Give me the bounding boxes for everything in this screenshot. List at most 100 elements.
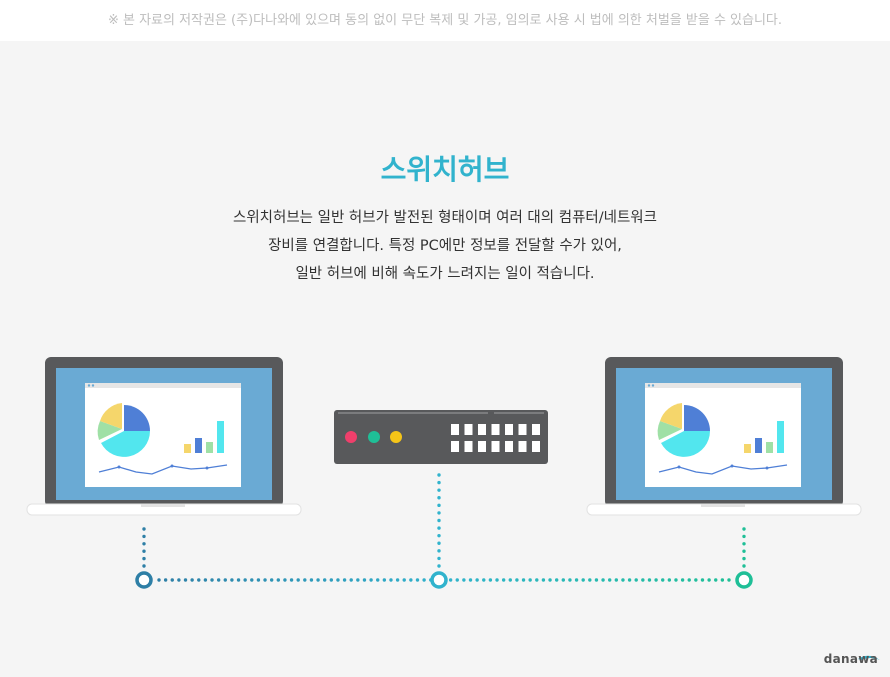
node-left <box>135 571 153 589</box>
connector-dot <box>437 526 441 530</box>
connector-dot <box>594 578 599 582</box>
connector-dot <box>707 578 711 582</box>
brand-logo: danawa <box>824 652 878 666</box>
connector-dot <box>475 578 479 582</box>
connector-dot <box>177 578 181 582</box>
connector-dot <box>508 578 512 582</box>
connector-dot <box>170 578 174 582</box>
connector-dot <box>409 578 413 582</box>
connector-dot <box>322 578 327 582</box>
connector-dot <box>382 578 387 582</box>
description-line-1: 스위치허브는 일반 허브가 발전된 형태이며 여러 대의 컴퓨터/네트워크 <box>232 210 657 226</box>
connector-dot <box>568 578 572 582</box>
connector-dot <box>276 578 281 582</box>
connector-dot <box>389 578 393 582</box>
connector-dot <box>183 578 188 582</box>
connector-dot <box>501 578 506 582</box>
connector-dot <box>437 503 441 508</box>
connector-dot <box>437 541 441 545</box>
connector-dot <box>720 578 725 582</box>
connector-dot <box>356 578 360 582</box>
connector-dot <box>634 578 638 582</box>
description-line-3: 일반 허브에 비해 속도가 느려지는 일이 적습니다. <box>295 266 595 282</box>
connector-dot <box>468 578 473 582</box>
hub-port <box>491 424 500 435</box>
connector-dot <box>210 578 214 582</box>
connector-dot <box>362 578 367 582</box>
connector-dot <box>142 549 146 553</box>
connector-dot <box>700 578 705 582</box>
connector-dot <box>422 578 426 582</box>
connector-dot <box>674 578 678 582</box>
connector-dot <box>437 511 441 515</box>
connector-dot <box>437 549 441 553</box>
network-connectors <box>142 473 746 582</box>
connector-dot <box>742 556 746 561</box>
connector-dot <box>269 578 274 582</box>
connector-dot <box>687 578 691 582</box>
connector-dot <box>157 578 161 582</box>
connector-dot <box>437 496 441 500</box>
hub-port <box>532 441 540 452</box>
connector-dot <box>250 578 254 582</box>
connector-dot <box>554 578 559 582</box>
connector-dot <box>528 578 532 582</box>
connector-dot <box>627 578 632 582</box>
connector-dot <box>488 578 493 582</box>
hub-port <box>505 441 513 452</box>
connector-dot <box>680 578 685 582</box>
description-line-2: 장비를 연결합니다. 특정 PC에만 정보를 전달할 수가 있어, <box>268 238 622 254</box>
connector-dot <box>342 578 347 582</box>
connector-dot <box>216 578 221 582</box>
connector-dot <box>742 564 746 568</box>
connector-dot <box>541 578 546 582</box>
connector-dot <box>309 578 314 582</box>
connector-dot <box>437 518 441 523</box>
brand-swoosh-icon <box>858 655 880 660</box>
connector-dot <box>142 564 146 568</box>
connector-dot <box>437 473 441 477</box>
hub-port <box>451 441 459 452</box>
hub-port <box>464 424 473 435</box>
connector-dot <box>230 578 234 582</box>
connector-dot <box>223 578 227 582</box>
connector-dot <box>142 542 146 546</box>
connector-dot <box>661 578 665 582</box>
connector-dot <box>727 578 731 582</box>
connector-dot <box>437 488 441 492</box>
connector-dot <box>495 578 499 582</box>
connector-dot <box>296 578 300 582</box>
connector-dot <box>197 578 201 582</box>
connector-dot <box>369 578 373 582</box>
connector-dot <box>142 534 146 539</box>
hub-port <box>478 441 486 452</box>
connector-dot <box>588 578 592 582</box>
connector-dot <box>607 578 612 582</box>
copyright-notice: ※ 본 자료의 저작권은 (주)다나와에 있으며 동의 없이 무단 복제 및 가… <box>107 13 783 28</box>
connector-dot <box>647 578 652 582</box>
hub-port <box>518 441 527 452</box>
connector-dot <box>263 578 267 582</box>
connector-dot <box>641 578 645 582</box>
connector-dot <box>581 578 585 582</box>
connector-dot <box>482 578 486 582</box>
connector-dot <box>289 578 294 582</box>
connector-dot <box>714 578 718 582</box>
hub-port <box>491 441 500 452</box>
page-title: 스위치허브 <box>380 153 510 186</box>
connector-dot <box>548 578 552 582</box>
connector-dot <box>437 533 441 538</box>
connector-dot <box>621 578 625 582</box>
connector-dot <box>535 578 539 582</box>
connector-dot <box>561 578 566 582</box>
connector-dot <box>203 578 208 582</box>
connector-dot <box>402 578 406 582</box>
laptop-icon <box>26 356 302 516</box>
connector-dot <box>349 578 353 582</box>
connector-dot <box>742 527 746 531</box>
connector-dot <box>574 578 579 582</box>
hub-port <box>451 424 459 435</box>
connector-dot <box>742 549 746 553</box>
connector-dot <box>614 578 619 582</box>
